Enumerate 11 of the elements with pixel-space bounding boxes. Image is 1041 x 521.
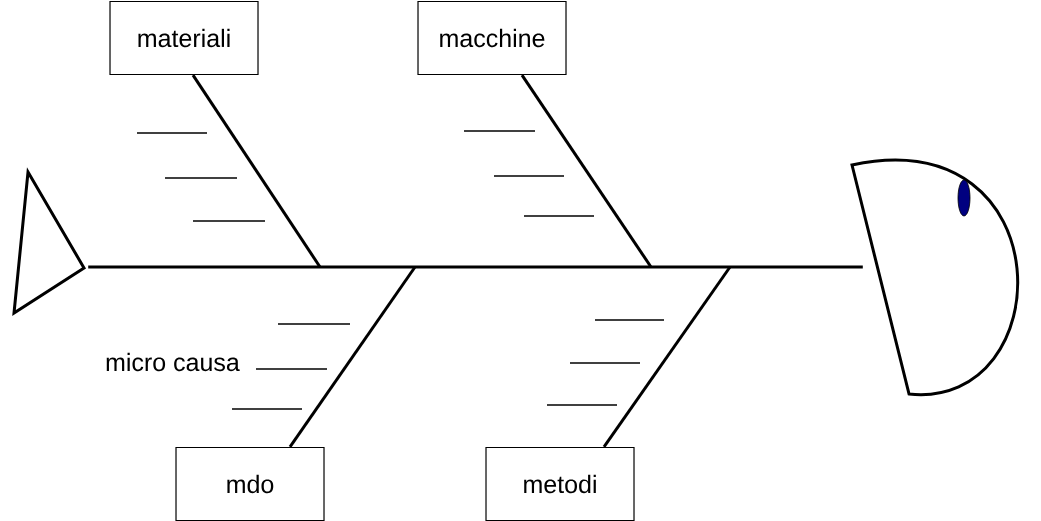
bone-line: [191, 74, 322, 268]
spine-line: [88, 265, 863, 269]
rib-label: micro causa: [106, 352, 240, 372]
category-box: mdo: [175, 446, 325, 521]
bone-line: [520, 74, 653, 268]
category-box: metodi: [485, 446, 635, 521]
bone-line: [602, 266, 732, 448]
category-box: materiali: [109, 0, 259, 76]
bone-line: [288, 266, 417, 448]
category-box: macchine: [417, 0, 567, 76]
fish-head: [850, 158, 1019, 396]
